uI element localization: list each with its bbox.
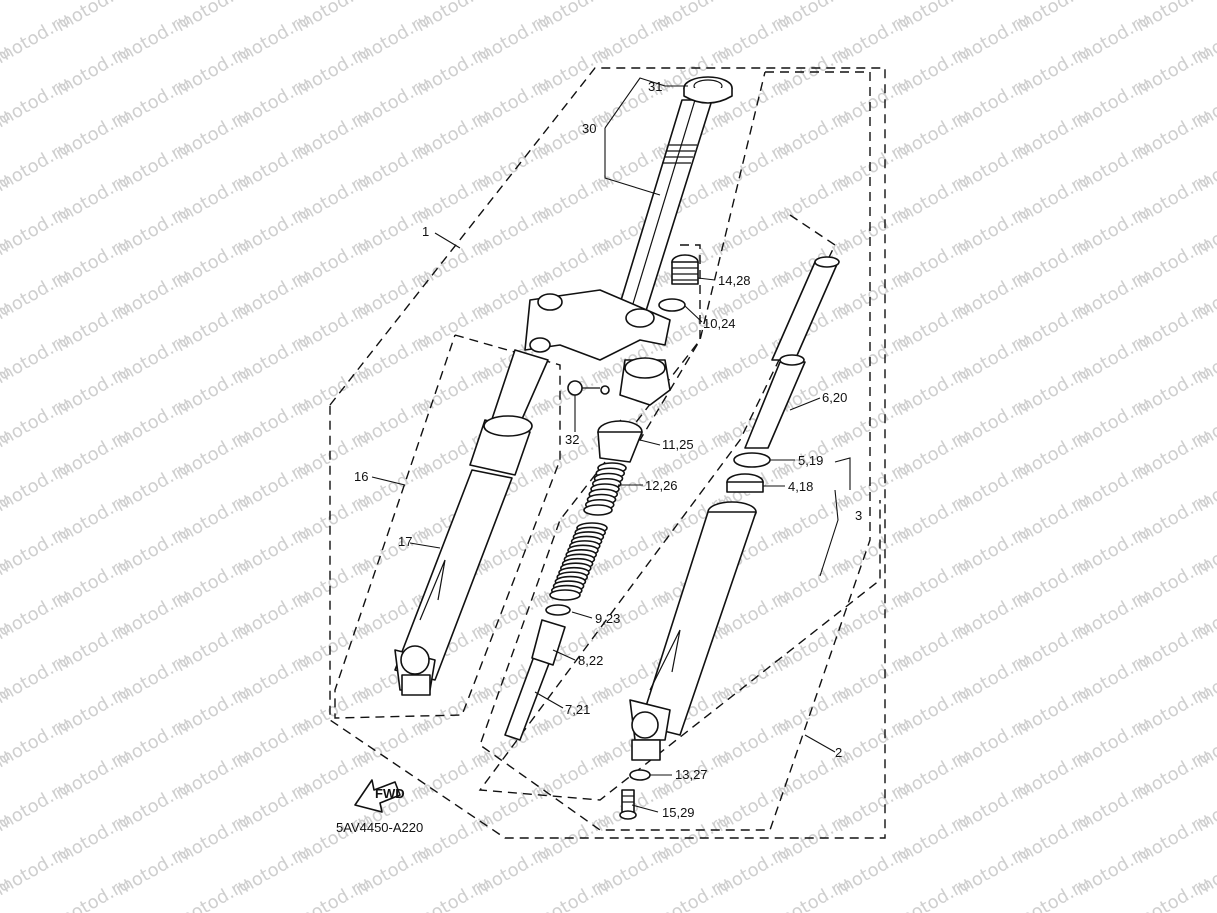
oil-seal [726,473,764,493]
watermark-text: motod.ru [1192,0,1217,4]
callout-11-25: 11,25 [662,437,694,452]
fwd-arrow-icon: FWD [354,779,405,813]
fork-spring [549,462,627,601]
callout-1: 1 [422,224,429,239]
diagram-code: 5AV4450-A220 [336,820,423,835]
callout-8-22: 8,22 [578,653,603,668]
spring-coil [549,589,581,601]
callout-3: 3 [855,508,862,523]
fwd-label: FWD [375,786,405,801]
callout-5-19: 5,19 [798,453,823,468]
inner-tube [744,256,840,449]
callout-31: 31 [648,79,662,94]
callout-17: 17 [398,534,412,549]
spring-coil [583,504,613,516]
group-outline-2 [479,71,871,831]
stem-thread [662,144,697,164]
callout-7-21: 7,21 [565,702,590,717]
callout-12-26: 12,26 [645,478,678,493]
fork-collar [597,420,643,463]
group-outline-16 [334,334,561,719]
damper-bolt [619,789,637,820]
under-bracket [524,289,671,406]
copper-washer [629,769,651,781]
callout-labels: 31 30 1 14,28 10,24 6,20 32 11,25 16 5,1… [354,79,862,820]
group-outline-1 [329,67,886,839]
callout-30: 30 [582,121,596,136]
callout-15-29: 15,29 [662,805,695,820]
pinch-bolt [567,380,610,396]
o-ring [658,298,686,312]
group-outline-3 [478,214,881,801]
callout-6-20: 6,20 [822,390,847,405]
right-outer-tube [629,501,757,761]
callout-2: 2 [835,745,842,760]
stem-bearing-cover [683,76,733,104]
callout-10-24: 10,24 [703,316,736,331]
callout-9-23: 9,23 [595,611,620,626]
callout-13-27: 13,27 [675,767,708,782]
callout-14-28: 14,28 [718,273,751,288]
leader-lines [371,77,851,813]
cap-bolt [671,254,699,285]
callout-32: 32 [565,432,579,447]
circlip [733,452,771,468]
steering-stem [611,99,713,331]
callout-16: 16 [354,469,368,484]
callout-4-18: 4,18 [788,479,813,494]
damper-rod [504,604,571,741]
left-fork-leg [394,349,549,696]
